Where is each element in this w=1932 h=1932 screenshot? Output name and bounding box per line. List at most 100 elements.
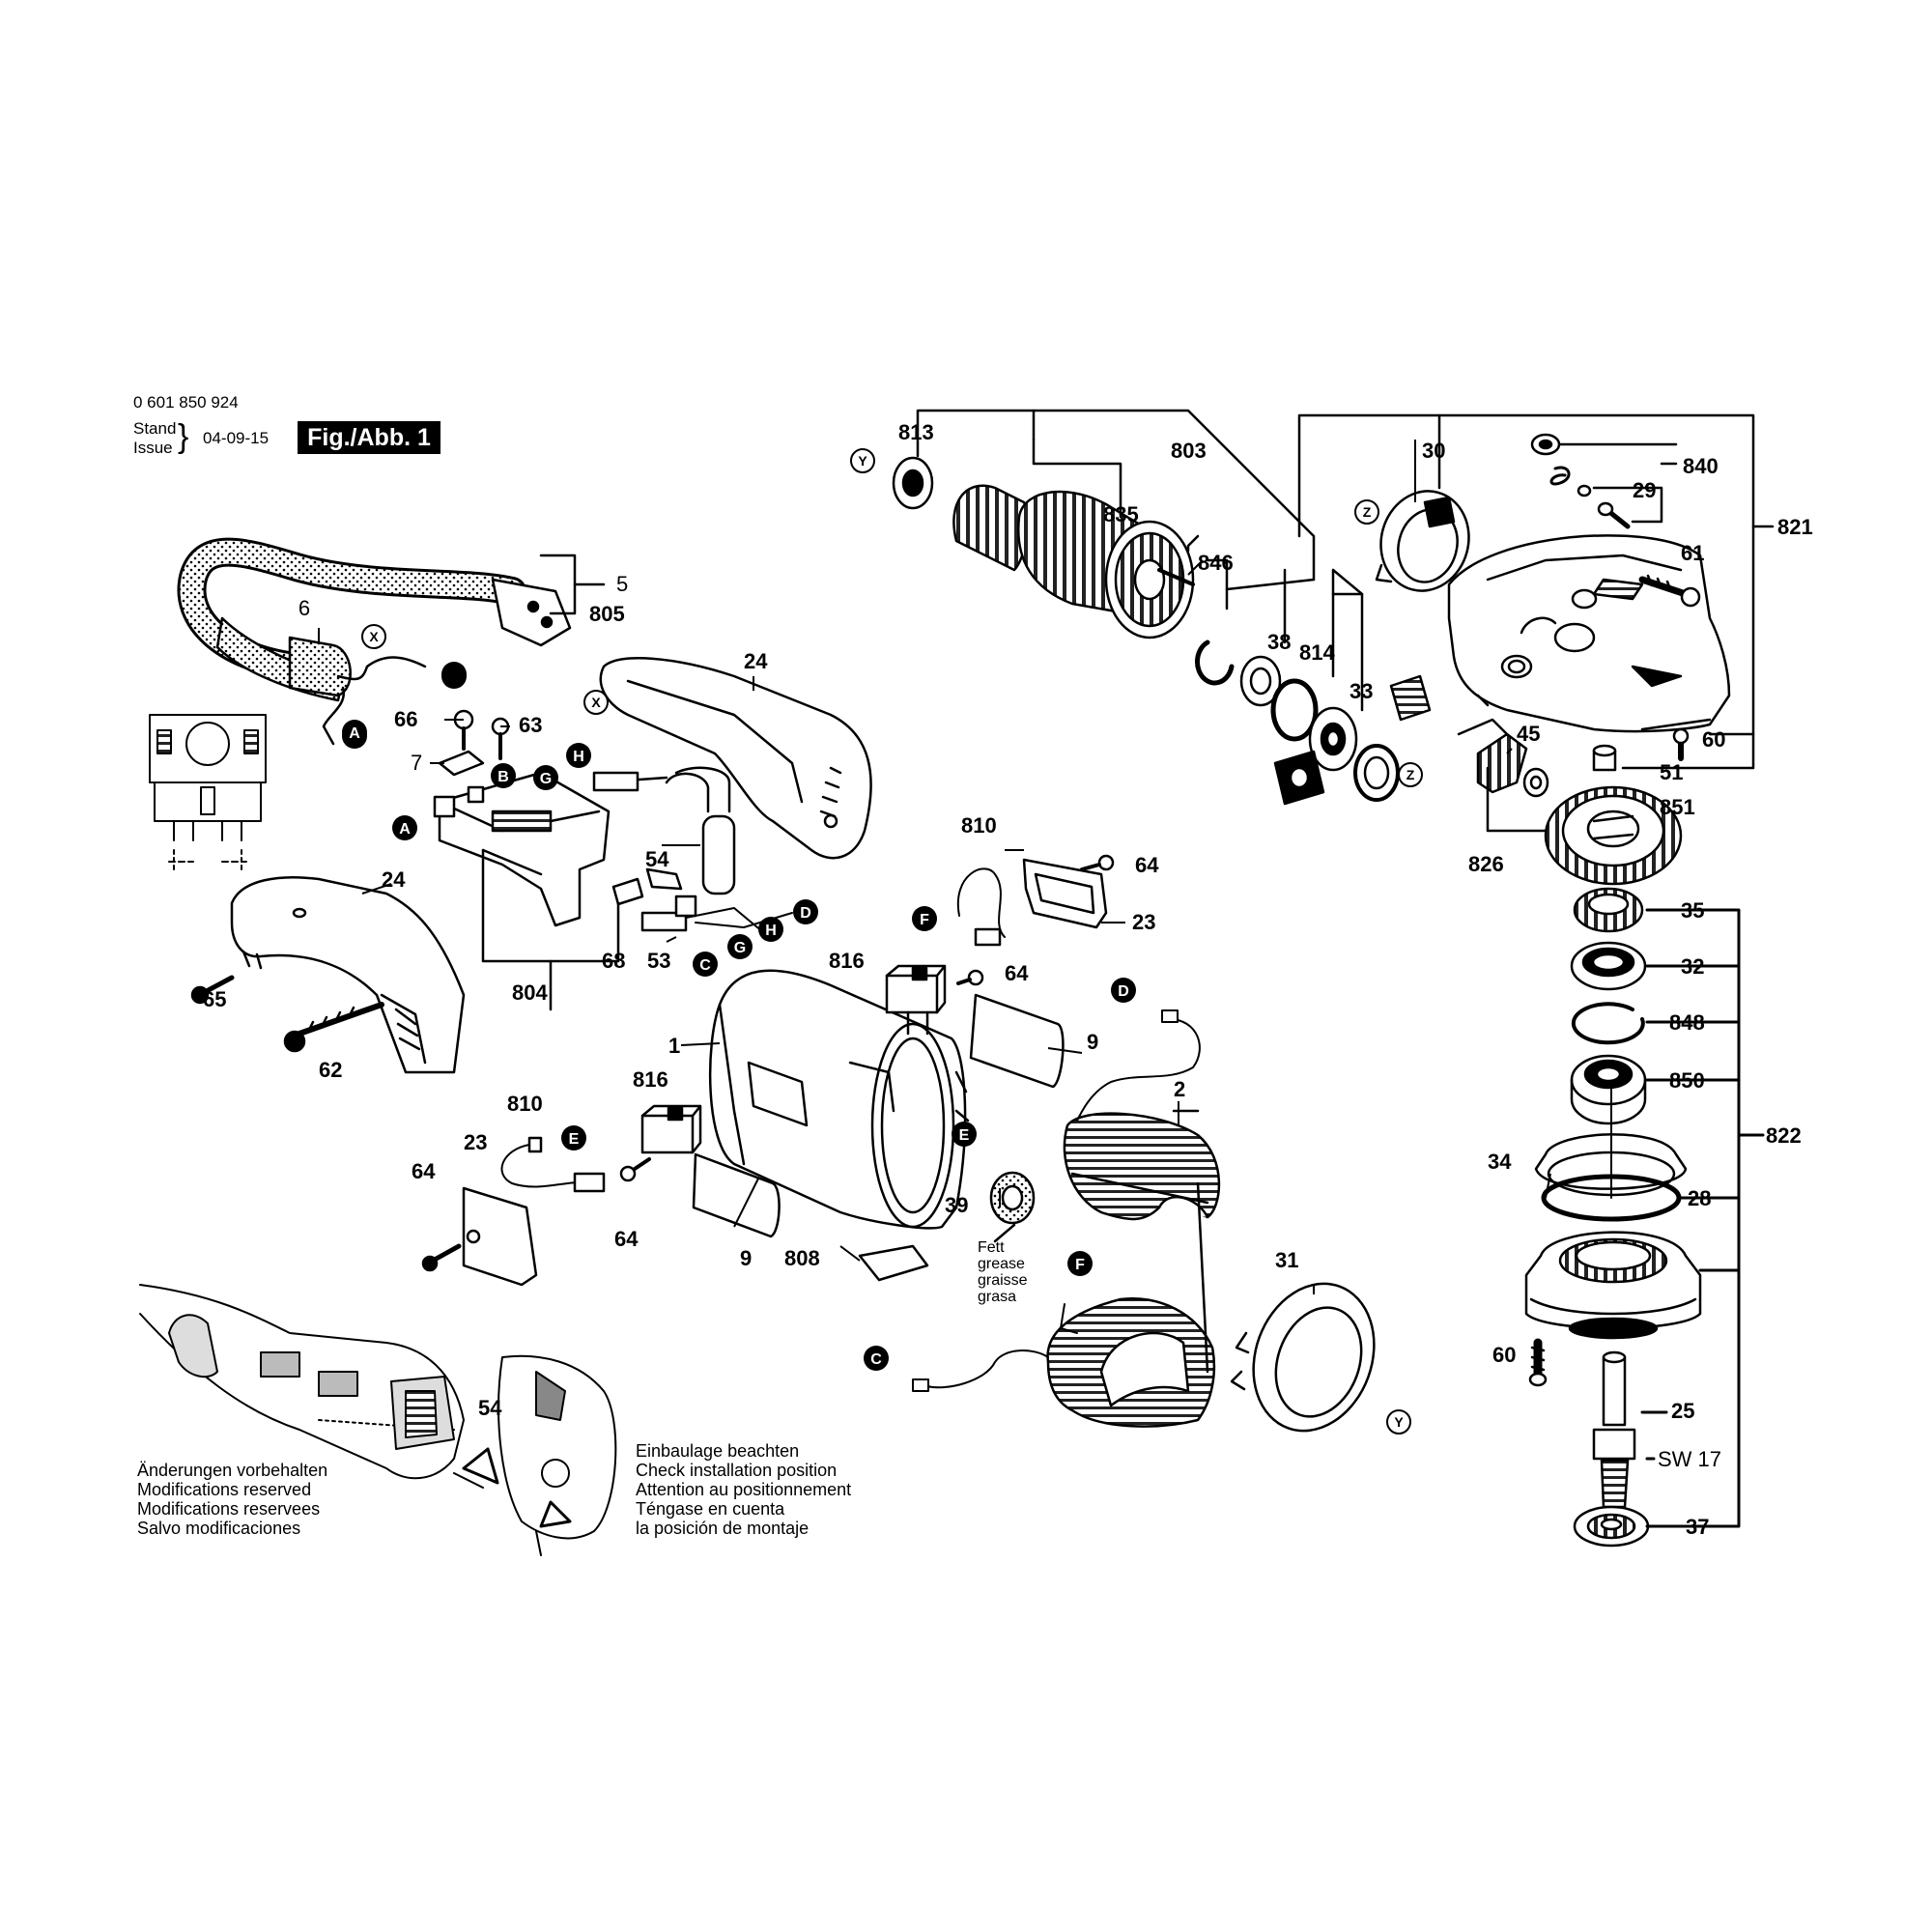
ref-marker-d-switch: D (793, 899, 818, 924)
label-851: 851 (1660, 795, 1695, 819)
svg-text:Z: Z (1363, 504, 1372, 520)
pinion-gear (1457, 718, 1549, 798)
ref-marker-g-switch: G (727, 934, 753, 959)
svg-text:Y: Y (1394, 1414, 1404, 1430)
label-808: 808 (784, 1246, 820, 1270)
note-line: grease (978, 1256, 1025, 1272)
label-39: 39 (945, 1193, 968, 1217)
svg-text:A: A (399, 821, 411, 838)
label-60-top: 60 (1702, 727, 1725, 752)
label-24-right: 24 (744, 649, 768, 673)
modifications-note: Änderungen vorbehalten Modifications res… (137, 1461, 327, 1538)
label-822: 822 (1766, 1123, 1802, 1148)
label-64-bottom: 64 (614, 1227, 639, 1251)
screw-62 (283, 1002, 384, 1053)
ref-marker-c-switch: C (693, 952, 718, 977)
insulating-paper-bottom (692, 1152, 781, 1238)
note-line: la posición de montaje (636, 1519, 810, 1538)
label-5: 5 (616, 572, 628, 596)
label-54-top: 54 (645, 847, 669, 871)
label-63: 63 (519, 713, 542, 737)
ref-markers: B A B A H G D H G C F D E E F C (342, 664, 1136, 1371)
note-line: Einbaulage beachten (636, 1441, 800, 1461)
ref-marker-h-top: H (566, 743, 591, 768)
bearing-35 (1573, 887, 1644, 933)
screw-60-top (1672, 727, 1690, 761)
label-64-top: 64 (1135, 853, 1159, 877)
figure-badge: Fig./Abb. 1 (298, 421, 440, 454)
ref-markers-outline: X X Y Y Z Z (361, 448, 1423, 1435)
svg-text:F: F (1075, 1257, 1085, 1273)
label-38: 38 (1267, 630, 1291, 654)
switch-assembly (433, 771, 611, 927)
bearing-850 (1570, 1054, 1647, 1125)
label-34: 34 (1488, 1150, 1512, 1174)
label-31: 31 (1275, 1248, 1298, 1272)
label-66: 66 (394, 707, 417, 731)
label-821: 821 (1777, 515, 1813, 539)
label-32: 32 (1681, 954, 1704, 979)
brace: } (178, 418, 189, 455)
issue-date: 04-09-15 (203, 429, 270, 447)
wiring-schematic (149, 714, 267, 870)
ref-marker-f-brush: F (912, 906, 937, 931)
label-54-inset: 54 (478, 1396, 502, 1420)
installation-note: Einbaulage beachten Check installation p… (636, 1441, 851, 1538)
svg-text:D: D (800, 905, 811, 922)
label-835: 835 (1103, 502, 1139, 526)
label-1: 1 (668, 1034, 680, 1058)
spring-ring (1270, 678, 1319, 742)
flange-37 (1573, 1505, 1650, 1548)
connector-68 (611, 867, 683, 906)
label-30: 30 (1422, 439, 1445, 463)
label-37: 37 (1686, 1515, 1709, 1539)
ref-marker-f-field: F (1067, 1251, 1093, 1276)
label-846: 846 (1198, 551, 1234, 575)
label-826: 826 (1468, 852, 1504, 876)
bearing-39 (989, 1171, 1036, 1243)
plate-7 (438, 750, 485, 777)
brush-cover-bottom (462, 1186, 538, 1287)
label-60-bottom: 60 (1492, 1343, 1516, 1367)
screw-65 (190, 975, 235, 1005)
part-808 (858, 1244, 929, 1282)
label-45: 45 (1517, 722, 1540, 746)
label-804: 804 (512, 980, 548, 1005)
label-53: 53 (647, 949, 670, 973)
handle-half-right (599, 657, 872, 860)
spindle-lock-button (1530, 433, 1631, 529)
field-winding-bottom (1046, 1297, 1216, 1428)
label-23-top: 23 (1132, 910, 1155, 934)
note-line: Modifications reserved (137, 1480, 312, 1499)
ring-33 (1353, 744, 1400, 802)
screw-63 (491, 717, 510, 760)
label-28: 28 (1688, 1186, 1711, 1210)
svg-text:C: C (870, 1351, 882, 1368)
bracket-803 (916, 409, 1364, 712)
svg-text:X: X (369, 629, 379, 644)
ref-marker-h-switch: H (758, 917, 783, 942)
note-line: Téngase en cuenta (636, 1499, 785, 1519)
ref-marker-z-flange: Z (1354, 499, 1379, 525)
label-810-bottom: 810 (507, 1092, 543, 1116)
brush-holder-top (885, 964, 947, 1036)
bearing-814 (1308, 706, 1358, 772)
cord-ref-markers: A (342, 662, 467, 745)
bearing-flange-822 (1524, 1231, 1702, 1340)
label-64-brush: 64 (1005, 961, 1029, 985)
label-805: 805 (589, 602, 625, 626)
field-winding-top (1063, 1112, 1221, 1221)
washer-38 (1239, 655, 1282, 707)
issue-label: Issue (133, 439, 173, 457)
ref-marker-y-ring: Y (1386, 1409, 1411, 1435)
label-33: 33 (1350, 679, 1373, 703)
note-line: Modifications reservees (137, 1499, 321, 1519)
circlip-846 (1195, 639, 1235, 686)
part-number: 0 601 850 924 (133, 393, 239, 412)
screw-61 (1638, 574, 1701, 608)
label-850: 850 (1669, 1068, 1705, 1093)
svg-text:E: E (569, 1131, 580, 1148)
svg-text:D: D (1118, 983, 1129, 1000)
label-29: 29 (1633, 478, 1656, 502)
label-9-bottom: 9 (740, 1246, 752, 1270)
